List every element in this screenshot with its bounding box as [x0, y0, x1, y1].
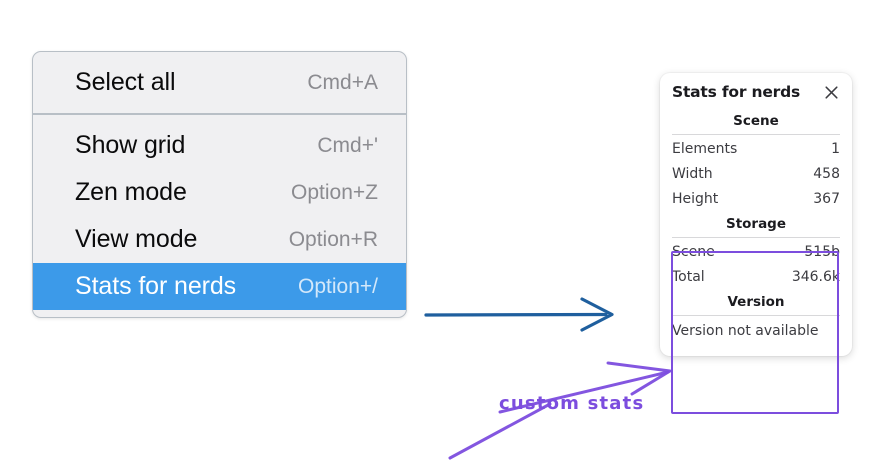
- stat-value: 367: [813, 191, 840, 207]
- stat-row: Elements 1: [672, 137, 840, 162]
- section-scene: Scene Elements 1 Width 458 Height 367: [672, 109, 840, 212]
- stat-row: Width 458: [672, 162, 840, 187]
- menu-item-shortcut: Cmd+': [317, 133, 378, 157]
- custom-stats-annotation-label: custom stats: [499, 393, 645, 414]
- stat-value: 458: [813, 166, 840, 182]
- section-divider: [672, 134, 840, 135]
- stat-key: Scene: [672, 244, 715, 260]
- stat-value: 346.6k: [791, 269, 840, 285]
- section-title: Version: [727, 294, 785, 310]
- stat-row: Height 367: [672, 187, 840, 212]
- menu-item-shortcut: Option+Z: [291, 180, 378, 204]
- stat-key: Elements: [672, 141, 738, 157]
- stats-for-nerds-panel[interactable]: Stats for nerds Scene Elements 1 Width 4…: [660, 73, 852, 356]
- stat-key: Width: [672, 166, 713, 182]
- stat-value: 515b: [804, 244, 840, 260]
- menu-item-select-all[interactable]: Select all Cmd+A: [33, 59, 406, 106]
- menu-item-label: View mode: [75, 225, 198, 253]
- section-title: Scene: [733, 113, 779, 129]
- menu-item-label: Show grid: [75, 131, 186, 159]
- section-title: Storage: [725, 216, 787, 232]
- stat-row: Scene 515b: [672, 240, 840, 265]
- flow-arrow-icon: [424, 297, 614, 332]
- stat-value: 1: [831, 141, 840, 157]
- section-version: Version Version not available: [672, 290, 840, 342]
- menu-group-2: Show grid Cmd+' Zen mode Option+Z View m…: [33, 113, 406, 317]
- menu-item-label: Zen mode: [75, 178, 187, 206]
- context-menu[interactable]: Select all Cmd+A Show grid Cmd+' Zen mod…: [32, 51, 407, 318]
- stat-row: Total 346.6k: [672, 265, 840, 290]
- menu-item-shortcut: Option+/: [298, 274, 378, 298]
- menu-item-label: Stats for nerds: [75, 272, 237, 300]
- stat-key: Total: [672, 269, 705, 285]
- menu-item-shortcut: Cmd+A: [307, 70, 378, 94]
- menu-item-shortcut: Option+R: [288, 227, 378, 251]
- close-icon[interactable]: [822, 83, 840, 101]
- section-storage: Storage Scene 515b Total 346.6k: [672, 212, 840, 290]
- panel-title: Stats for nerds: [672, 83, 801, 101]
- stat-key: Height: [672, 191, 719, 207]
- section-divider: [672, 315, 840, 316]
- menu-item-view-mode[interactable]: View mode Option+R: [33, 216, 406, 263]
- menu-group-1: Select all Cmd+A: [33, 52, 406, 113]
- menu-item-stats-for-nerds[interactable]: Stats for nerds Option+/: [33, 263, 406, 310]
- menu-item-zen-mode[interactable]: Zen mode Option+Z: [33, 169, 406, 216]
- menu-item-label: Select all: [75, 68, 176, 96]
- section-divider: [672, 237, 840, 238]
- panel-header: Stats for nerds: [672, 83, 840, 101]
- version-note: Version not available: [672, 323, 819, 339]
- menu-item-show-grid[interactable]: Show grid Cmd+': [33, 122, 406, 169]
